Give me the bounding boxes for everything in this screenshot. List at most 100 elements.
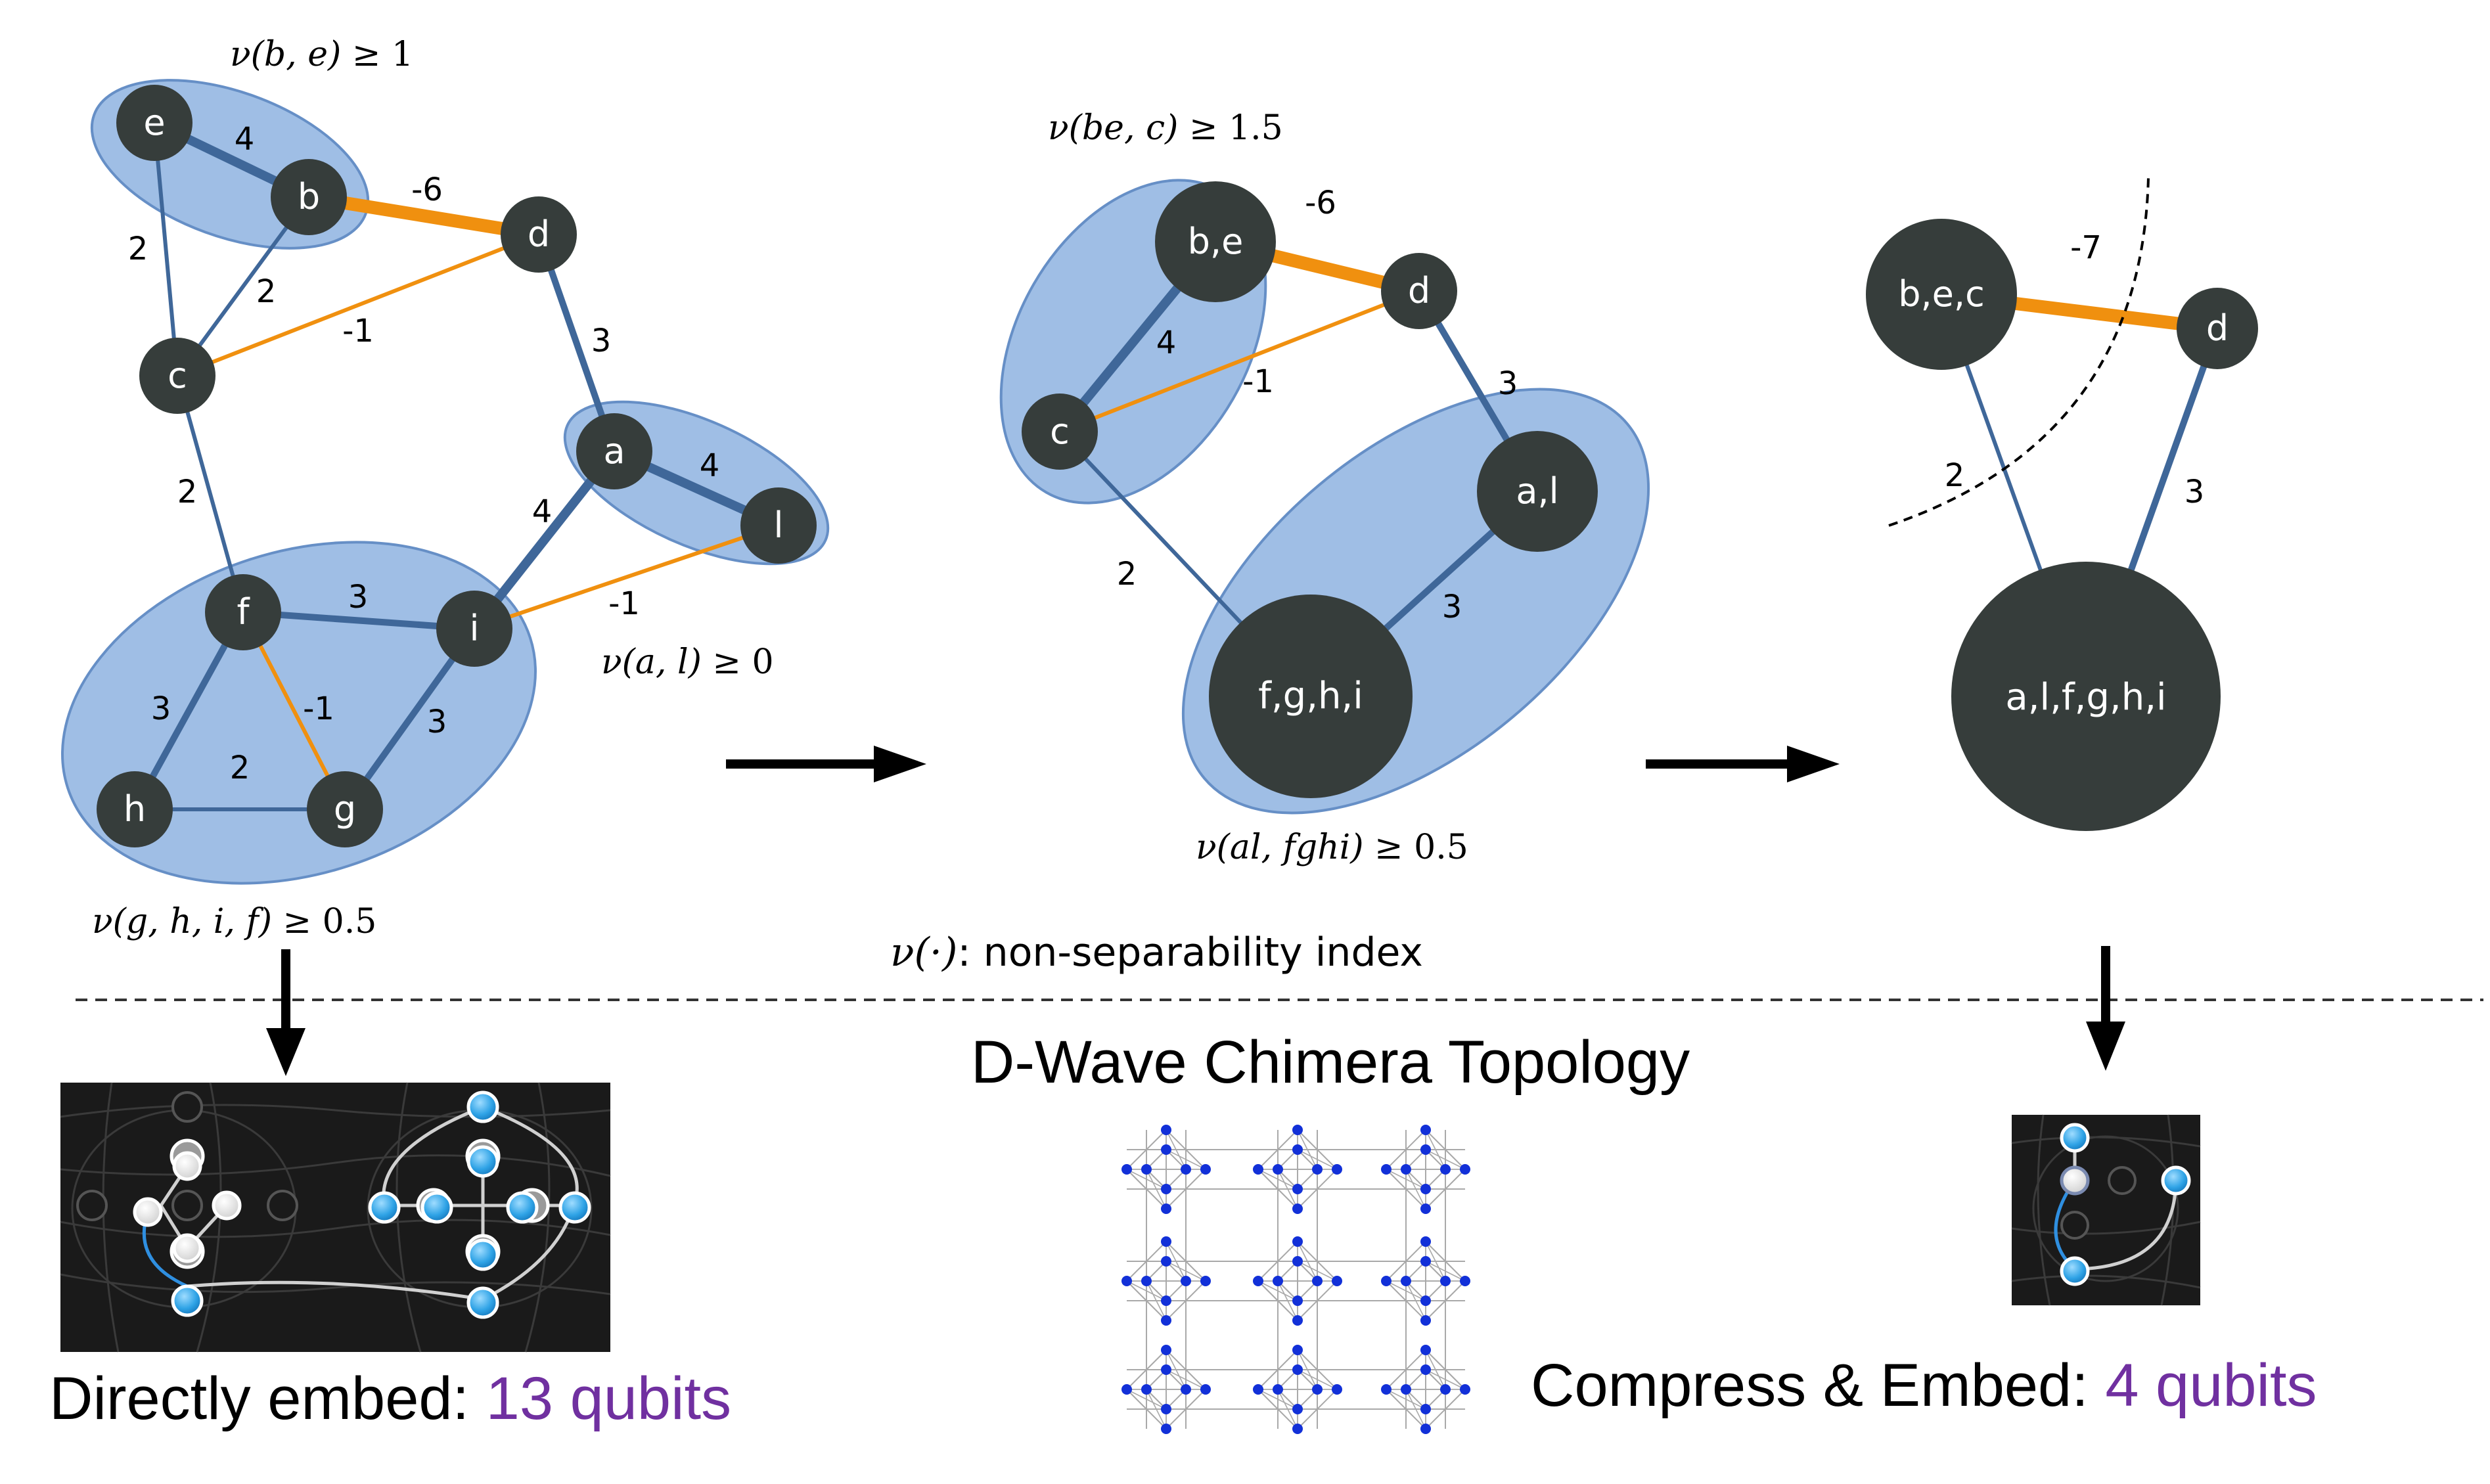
qubit-blue-3: [466, 1145, 499, 1178]
nu-legend: ν(·): non-separability index: [890, 930, 1423, 976]
chimera-qubit-r1-c2-0: [1420, 1236, 1431, 1247]
edge-l-i: [474, 524, 779, 631]
chimera-qubit-r1-c2-2: [1381, 1276, 1392, 1286]
svg-text:a,l: a,l: [1516, 470, 1558, 512]
chimera-qubit-r0-c2-7: [1440, 1164, 1451, 1175]
weight-f-h: 3: [151, 690, 171, 727]
chimera-qubit-r0-c0-4: [1161, 1144, 1171, 1155]
svg-text:b,e: b,e: [1188, 221, 1244, 262]
qubit-blue-7: [558, 1191, 591, 1224]
qubit-white-2: [133, 1197, 163, 1227]
svg-text:d: d: [1408, 270, 1430, 311]
arrow-step-1: [726, 746, 926, 782]
compress-embed-caption: Compress & Embed: 4 qubits: [1531, 1352, 2317, 1419]
qubit-blue-8: [466, 1238, 499, 1271]
weight-be-d: -6: [1305, 185, 1336, 221]
node-i: i: [436, 591, 512, 667]
node-d-2: d: [1381, 253, 1457, 329]
chimera-qubit-r1-c0-7: [1181, 1276, 1191, 1286]
chimera-qubit-r2-c1-0: [1292, 1345, 1303, 1355]
chimera-qubit-r1-c0-5: [1161, 1295, 1171, 1306]
chimera-qubit-r2-c1-5: [1292, 1404, 1303, 1414]
chimera-qubit-r0-c2-1: [1420, 1203, 1431, 1214]
weight-c-fghi: 2: [1117, 556, 1137, 593]
chimera-qubit-r1-c0-3: [1200, 1276, 1211, 1286]
node-d: d: [501, 196, 577, 273]
svg-text:d: d: [2206, 307, 2229, 349]
edge-c-d-2: [1058, 289, 1420, 434]
weight-a-i: 4: [532, 493, 553, 530]
chimera-qubit-r1-c1-0: [1292, 1236, 1303, 1247]
chimera-qubit-r2-c0-1: [1161, 1424, 1171, 1434]
svg-text:b: b: [298, 176, 320, 217]
chimera-qubit-r1-c0-1: [1161, 1315, 1171, 1326]
svg-text:i: i: [469, 608, 479, 649]
svg-text:a: a: [603, 430, 625, 472]
chimera-qubit-r0-c0-1: [1161, 1203, 1171, 1214]
chimera-qubit-r0-c2-6: [1401, 1164, 1411, 1175]
weight-be-c: 4: [1156, 325, 1177, 361]
weight-f-i: 3: [348, 579, 369, 616]
chimera-qubit-r0-c1-5: [1292, 1184, 1303, 1194]
svg-text:c: c: [168, 355, 187, 396]
node-alfghi: a,l,f,g,h,i: [1951, 562, 2221, 831]
svg-text:e: e: [143, 102, 165, 143]
nu-label-be: ν(b, e) ≥ 1: [230, 35, 413, 74]
direct-embed-caption: Directly embed: 13 qubits: [49, 1365, 731, 1432]
weight-f-g: -1: [303, 690, 334, 727]
qubit-blue-1: [171, 1284, 204, 1317]
graph-3: -7 2 3 b,e,c d a,l,f,g,h,i: [1866, 177, 2258, 831]
node-bec: b,e,c: [1866, 219, 2017, 370]
direct-embed-panel: [60, 1082, 611, 1353]
weight-c-d: -1: [342, 313, 374, 349]
weight-b-d: -6: [411, 171, 443, 208]
chimera-qubit-r0-c0-3: [1200, 1164, 1211, 1175]
chimera-qubit-r2-c0-4: [1161, 1364, 1171, 1375]
weight-c-f: 2: [177, 474, 198, 510]
chimera-qubit-r2-c1-2: [1253, 1384, 1263, 1395]
chimera-qubit-r2-c2-2: [1381, 1384, 1392, 1395]
node-b: b: [271, 159, 347, 235]
chimera-qubit-r2-c0-3: [1200, 1384, 1211, 1395]
nu-label-ghif: ν(g, h, i, f) ≥ 0.5: [92, 902, 376, 941]
chimera-qubit-r1-c1-1: [1292, 1315, 1303, 1326]
qubit-blue-4: [368, 1191, 401, 1224]
svg-text:f: f: [237, 591, 250, 633]
nu-label-bec: ν(be, c) ≥ 1.5: [1048, 108, 1283, 148]
compress-embed-panel: [2011, 1114, 2201, 1306]
chimera-qubit-r2-c2-5: [1420, 1404, 1431, 1414]
weight-b-c: 2: [256, 273, 277, 310]
qubit-blue-2: [466, 1091, 499, 1123]
node-l: l: [740, 487, 817, 564]
chimera-qubit-r2-c0-7: [1181, 1384, 1191, 1395]
svg-text:h: h: [124, 788, 146, 830]
chimera-qubit-r2-c1-3: [1332, 1384, 1342, 1395]
weight-bec-alfghi: 2: [1945, 457, 1965, 494]
svg-text:l: l: [773, 505, 783, 546]
chimera-qubit-r2-c0-6: [1141, 1384, 1152, 1395]
chimera-qubit-r0-c1-2: [1253, 1164, 1263, 1175]
graph-2: -6 4 -1 3 2 3 b,e d c a,l f,g,h,i ν(be, …: [999, 108, 1650, 867]
svg-text:d: d: [528, 214, 550, 255]
qubit-white-c1: [2060, 1165, 2090, 1196]
cut-line: [1888, 177, 2150, 527]
chimera-qubit-r1-c2-6: [1401, 1276, 1411, 1286]
weight-h-g: 2: [230, 750, 250, 786]
weight-e-b: 4: [235, 121, 255, 158]
node-d-3: d: [2177, 288, 2258, 369]
nu-label-al: ν(a, l) ≥ 0: [601, 642, 774, 682]
svg-text:a,l,f,g,h,i: a,l,f,g,h,i: [2005, 676, 2166, 719]
chimera-qubit-r1-c1-4: [1292, 1256, 1303, 1267]
qubit-blue-c1: [2060, 1123, 2090, 1153]
edge-c-d: [176, 233, 540, 378]
chimera-qubit-r0-c2-5: [1420, 1184, 1431, 1194]
chimera-qubit-r0-c0-6: [1141, 1164, 1152, 1175]
chimera-qubit-r0-c1-7: [1312, 1164, 1323, 1175]
chimera-qubit-r2-c2-4: [1420, 1364, 1431, 1375]
cluster-fghi: [61, 541, 537, 885]
edge-b-d: [307, 191, 540, 241]
chimera-qubit-r1-c1-5: [1292, 1295, 1303, 1306]
chimera-qubit-r1-c2-4: [1420, 1256, 1431, 1267]
chimera-qubit-r2-c0-5: [1161, 1404, 1171, 1414]
